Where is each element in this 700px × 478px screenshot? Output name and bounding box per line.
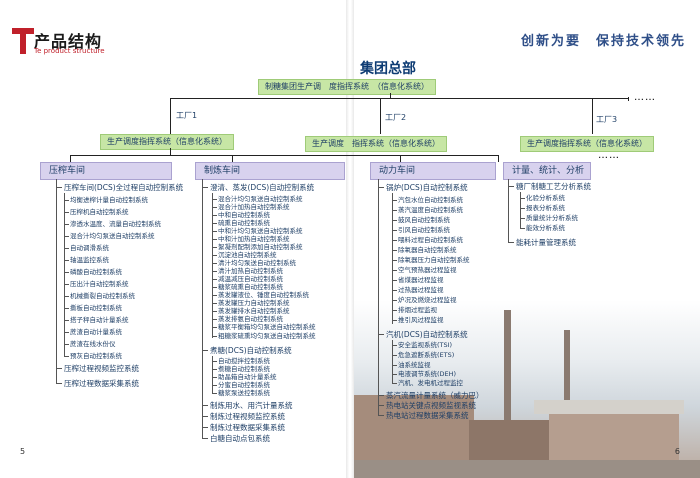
refining-extra-item: 制炼过程视频监控系统: [210, 412, 285, 421]
boiler-sub-item: 空气预热器过程监视: [398, 266, 457, 274]
refining-sub-item: 蒸发罐排水自动控制系统: [218, 307, 290, 315]
analysis-sub-item: 质量统计分析系统: [526, 214, 578, 222]
refining-extra-item: 白糖自动点包系统: [210, 434, 270, 443]
more-systems-dots: ……: [598, 150, 620, 161]
refining-sub-item: 粗糖浆硫熏均匀泵送自动控制系统: [218, 332, 316, 340]
pressing-sub-item: 机械撕裂自动控制系统: [70, 292, 135, 300]
analysis-sub-item: 报表分析系统: [526, 204, 565, 212]
pressing-extra-item: 压榨过程视频监控系统: [64, 364, 139, 373]
sugar-boiling-sub-item: 糖浆泵送控制系统: [218, 389, 270, 397]
refining-extra-item: 制炼过程数据采集系统: [210, 423, 285, 432]
process-analysis-title: 糖厂制糖工艺分析系统: [516, 182, 591, 191]
sugar-boiling-sub-item: 自动搅拌控制系统: [218, 357, 270, 365]
page-gutter: [346, 0, 354, 478]
refining-sub-item: 沉淀池自动控制系统: [218, 251, 277, 259]
pressing-sub-item: 搭子秤自动计量系统: [70, 316, 129, 324]
pressing-sub-item: 撕板自动控制系统: [70, 304, 122, 312]
boiler-sub-item: 排烟过程监视: [398, 306, 437, 314]
boiler-sub-item: 喂料过程自动控制系统: [398, 236, 463, 244]
boiler-sub-item: 蒸汽温度自动控制系统: [398, 206, 463, 214]
hq-title: 集团总部: [360, 61, 416, 77]
pressing-dcs-title: 压榨车间(DCS)全过程自动控制系统: [64, 183, 184, 192]
analysis-sub-item: 化验分析系统: [526, 194, 565, 202]
workshop-refining: 制炼车间: [195, 162, 345, 180]
more-factories-dots: ……: [634, 92, 656, 103]
refining-sub-item: 蒸发罐液位、锤度自动控制系统: [218, 291, 309, 299]
boiler-sub-item: 鼓风自动控制系统: [398, 216, 450, 224]
section-title: 产品结构: [34, 32, 103, 51]
refining-sub-item: 蒸发排氨自动控制系统: [218, 315, 283, 323]
pressing-sub-item: 磷酸自动控制系统: [70, 268, 122, 276]
boiler-dcs-title: 锅炉(DCS)自动控制系统: [386, 183, 468, 192]
refining-extra-item: 制炼用水、用汽计量系统: [210, 401, 293, 410]
refining-sub-item: 絮凝剂配制添加自动控制系统: [218, 243, 303, 251]
refining-sub-item: 混合汁加热自动控制系统: [218, 203, 290, 211]
pressing-sub-item: 蔗渣自动计量系统: [70, 328, 122, 336]
factory-3-label: 工厂3: [596, 115, 618, 124]
refining-sub-item: 清汁加热自动控制系统: [218, 267, 283, 275]
boiler-sub-item: 省煤器过程监视: [398, 276, 444, 284]
pressing-sub-item: 轴温监控系统: [70, 256, 109, 264]
section-subtitle: Te product structure: [34, 47, 105, 55]
factory-3-dispatch-system: 生产调度指挥系统（信息化系统）: [520, 136, 654, 152]
refining-sub-item: 中和自动控制系统: [218, 211, 270, 219]
refining-sub-item: 糖浆硫熏自动控制系统: [218, 283, 283, 291]
pressing-sub-item: 自动调滑系统: [70, 244, 109, 252]
pressing-extra-item: 压榨过程数据采集系统: [64, 379, 139, 388]
pressing-sub-item: 蔗渣在线水份仪: [70, 340, 116, 348]
boiler-sub-item: 引风自动控制系统: [398, 226, 450, 234]
pressing-sub-item: 渗透水温度、流量自动控制系统: [70, 220, 161, 228]
analysis-sub-item: 能效分析系统: [526, 224, 565, 232]
turbine-sub-item: 安全监视系统(TSI): [398, 341, 453, 349]
page-number-left: 5: [20, 447, 26, 456]
refining-sub-item: 清汁均匀泵送自动控制系统: [218, 259, 296, 267]
workshop-pressing: 压榨车间: [40, 162, 172, 180]
pressing-sub-item: 压榨机自动控制系统: [70, 208, 129, 216]
pressing-sub-item: 均衡进榨计量自动控制系统: [70, 196, 148, 204]
refining-sugar-boiling-title: 煮糖(DCS)自动控制系统: [210, 346, 292, 355]
power-extra-item: 蒸汽流量计量系统（威力巴）: [386, 391, 484, 400]
sugar-boiling-sub-item: 助晶箱自动计量系统: [218, 373, 277, 381]
boiler-sub-item: 汽包水位自动控制系统: [398, 196, 463, 204]
refining-sub-item: 中和汁加热自动控制系统: [218, 235, 290, 243]
logo-t-icon: [12, 28, 34, 54]
factory-2-dispatch-system: 生产调度 指挥系统（信息化系统）: [305, 136, 447, 152]
power-extra-item: 热电站过程数据采集系统: [386, 411, 469, 420]
turbine-sub-item: 电液调节系统(DEH): [398, 370, 457, 378]
sugar-boiling-sub-item: 分蜜自动控制系统: [218, 381, 270, 389]
pressing-sub-item: 混合汁均匀泵送自动控制系统: [70, 232, 155, 240]
pressing-sub-item: 预灰自动控制系统: [70, 352, 122, 360]
refining-sub-item: 中和汁均匀泵送自动控制系统: [218, 227, 303, 235]
refining-sub-item: 蒸发罐压力自动控制系统: [218, 299, 290, 307]
workshop-metering: 计量、统计、分析: [503, 162, 591, 180]
boiler-sub-item: 推引风过程监视: [398, 316, 444, 324]
turbine-dcs-title: 汽机(DCS)自动控制系统: [386, 330, 468, 339]
refining-sub-item: 减温减压自动控制系统: [218, 275, 283, 283]
slogan: 创新为要 保持技术领先: [520, 34, 686, 49]
refining-sub-item: 混合汁均匀泵送自动控制系统: [218, 195, 303, 203]
boiler-sub-item: 除氧器压力自动控制系统: [398, 256, 470, 264]
turbine-sub-item: 油系统监视: [398, 361, 431, 369]
refining-clarify-title: 澄清、蒸发(DCS)自动控制系统: [210, 183, 315, 192]
energy-metering-item: 能耗计量管理系统: [516, 238, 576, 247]
boiler-sub-item: 炉况及燃烧过程监视: [398, 296, 457, 304]
group-dispatch-system: 制糖集团生产调 度指挥系统 （信息化系统）: [258, 79, 436, 95]
workshop-power: 动力车间: [370, 162, 496, 180]
boiler-sub-item: 过热器过程监视: [398, 286, 444, 294]
factory-1-dispatch-system: 生产调度指挥系统（信息化系统）: [100, 134, 234, 150]
turbine-sub-item: 危急遮断系统(ETS): [398, 351, 455, 359]
refining-sub-item: 糖浆平衡箱均匀泵送自动控制系统: [218, 323, 316, 331]
refining-sub-item: 硫熏自动控制系统: [218, 219, 270, 227]
sugar-boiling-sub-item: 煮糖自动控制系统: [218, 365, 270, 373]
factory-1-label: 工厂1: [176, 111, 198, 120]
power-extra-item: 热电站关键点视频监视系统: [386, 401, 476, 410]
pressing-sub-item: 压出汁自动控制系统: [70, 280, 129, 288]
boiler-sub-item: 除氧器自动控制系统: [398, 246, 457, 254]
factory-photo: [354, 300, 700, 478]
page-number-right: 6: [674, 447, 680, 456]
turbine-sub-item: 汽机、发电机过程监控: [398, 379, 463, 387]
factory-2-label: 工厂2: [385, 113, 407, 122]
